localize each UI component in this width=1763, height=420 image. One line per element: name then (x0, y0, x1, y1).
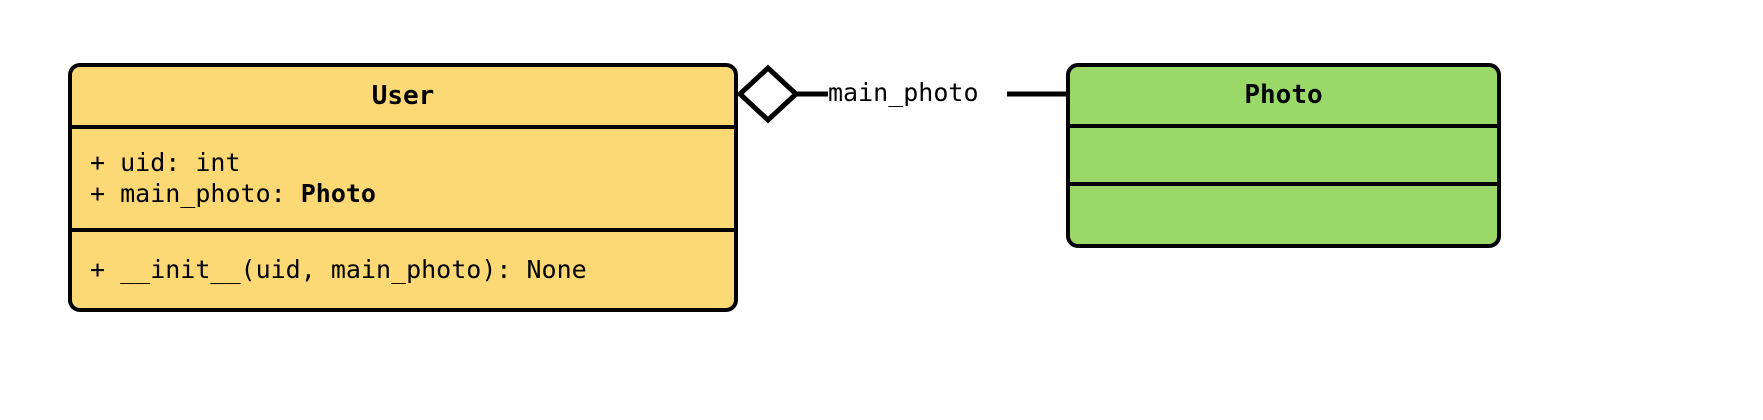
uml-class-user[interactable]: User + uid: int + main_photo: Photo + __… (68, 63, 738, 312)
class-photo-name: Photo (1244, 80, 1323, 111)
class-user-attribute-main-photo-type: Photo (300, 178, 376, 208)
class-user-attribute-main-photo: + main_photo: Photo (72, 179, 734, 210)
class-user-methods-compartment: + __init__(uid, main_photo): None (72, 232, 734, 308)
class-photo-title-compartment: Photo (1070, 67, 1497, 128)
aggregation-diamond-icon (736, 64, 800, 124)
class-photo-attributes-compartment (1070, 128, 1497, 186)
class-user-method-init: + __init__(uid, main_photo): None (90, 254, 587, 284)
class-user-title-compartment: User (72, 67, 734, 129)
class-photo-methods-compartment (1070, 186, 1497, 244)
class-user-name: User (371, 80, 435, 111)
class-user-attribute-main-photo-label: + main_photo: (90, 178, 301, 208)
aggregation-role-label: main_photo (828, 78, 979, 107)
uml-class-photo[interactable]: Photo (1066, 63, 1501, 248)
class-user-attributes-compartment: + uid: int + main_photo: Photo (72, 129, 734, 232)
class-user-attribute-uid: + uid: int (90, 148, 241, 177)
